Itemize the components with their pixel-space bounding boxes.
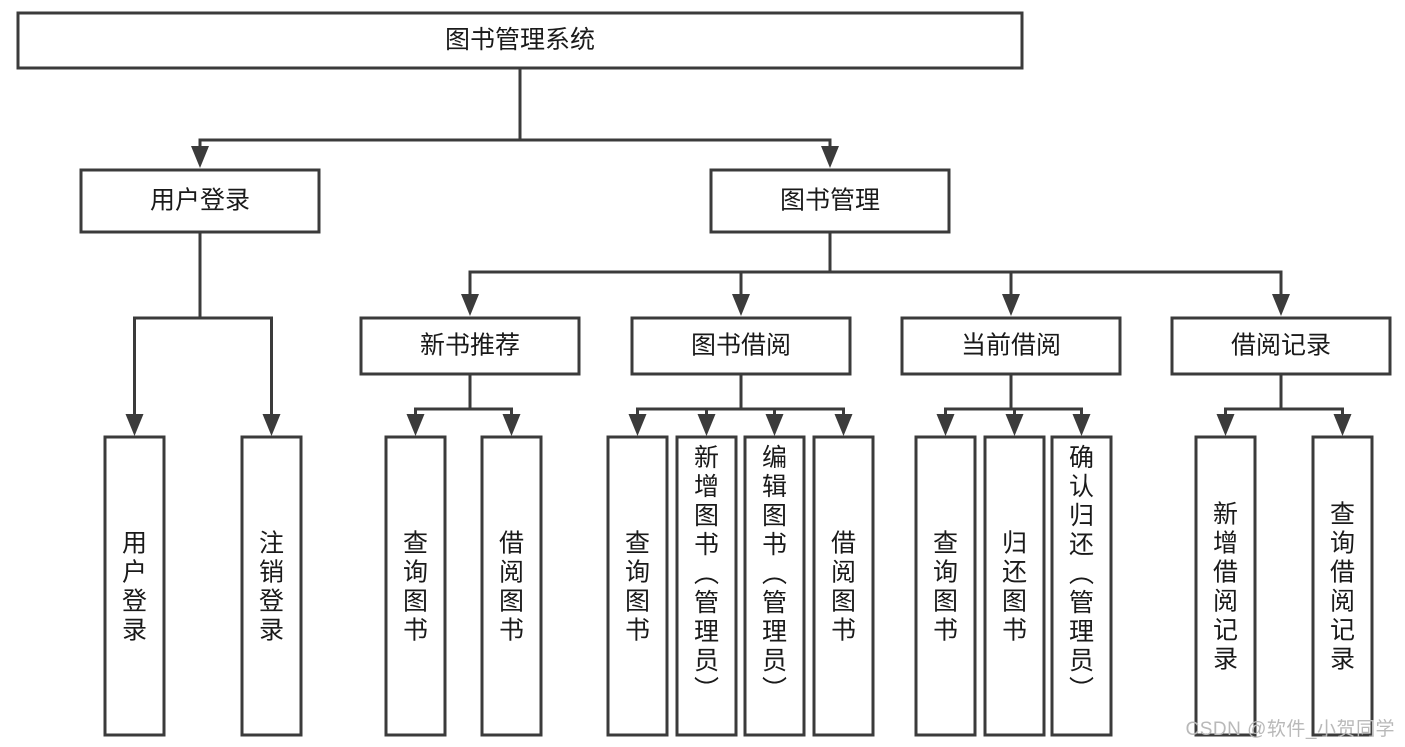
node-label-root: 图书管理系统 [445,26,595,54]
node-box-leaf-query-book-rec [384,435,447,737]
node-box-leaf-query-book-borrow [606,435,669,737]
node-box-borrow-records [1170,316,1392,376]
node-box-leaf-borrow-book [812,435,875,737]
node-leaf-query-book-borrow[interactable]: 查询图书 [606,435,669,737]
node-label-book-borrow: 图书借阅 [691,332,791,360]
arrow-head-icon-user-login [191,146,209,168]
arrow-head-icon-leaf-query-book-borrow [628,414,647,436]
node-label-user-login: 用户登录 [150,187,250,215]
node-label-leaf-add-book-admin: 新增图书︵管理员︶ [694,444,719,704]
node-box-book-management [709,168,951,234]
node-leaf-logout[interactable]: 注销登录 [240,435,303,737]
node-leaf-query-borrow-record[interactable]: 查询借阅记录 [1311,435,1374,737]
arrow-head-icon-leaf-edit-book-admin [765,414,784,436]
arrow-head-icon-leaf-confirm-return-admin [1072,414,1091,436]
node-leaf-edit-book-admin[interactable]: 编辑图书︵管理员︶ [743,435,806,737]
node-box-leaf-user-login [103,435,166,737]
node-leaf-confirm-return-admin[interactable]: 确认归还︵管理员︶ [1050,435,1113,737]
node-label-leaf-borrow-book-rec: 借阅图书 [499,529,524,644]
arrow-head-icon-book-borrow [732,294,750,316]
arrow-head-icon-current-borrow [1002,294,1020,316]
node-leaf-borrow-book-rec[interactable]: 借阅图书 [480,435,543,737]
node-label-leaf-logout: 注销登录 [259,529,284,644]
arrow-head-icon-new-book-recommend [461,294,479,316]
node-label-leaf-query-book-borrow: 查询图书 [625,529,650,644]
arrow-head-icon-leaf-add-borrow-record [1216,414,1235,436]
node-box-leaf-logout [240,435,303,737]
node-box-current-borrow [900,316,1122,376]
node-leaf-borrow-book[interactable]: 借阅图书 [812,435,875,737]
node-label-new-book-recommend: 新书推荐 [420,332,520,360]
node-box-leaf-borrow-book-rec [480,435,543,737]
connector-layer [125,66,1352,436]
node-label-leaf-query-book-current: 查询图书 [933,529,958,644]
node-label-leaf-query-book-rec: 查询图书 [403,529,428,644]
node-label-leaf-user-login: 用户登录 [122,529,147,644]
node-box-root [16,11,1024,70]
node-label-leaf-confirm-return-admin: 确认归还︵管理员︶ [1069,444,1094,704]
arrow-head-icon-leaf-borrow-book-rec [502,414,521,436]
node-leaf-query-book-rec[interactable]: 查询图书 [384,435,447,737]
node-new-book-recommend[interactable]: 新书推荐 [359,316,581,376]
node-label-leaf-add-borrow-record: 新增借阅记录 [1213,500,1238,673]
node-label-leaf-edit-book-admin: 编辑图书︵管理员︶ [762,444,787,704]
node-box-book-borrow [630,316,852,376]
node-box-leaf-return-book [983,435,1046,737]
node-label-leaf-return-book: 归还图书 [1002,529,1027,644]
arrow-head-icon-leaf-add-book-admin [697,414,716,436]
node-root[interactable]: 图书管理系统 [16,11,1024,70]
node-leaf-query-book-current[interactable]: 查询图书 [914,435,977,737]
node-book-management[interactable]: 图书管理 [709,168,951,234]
arrow-head-icon-book-management [821,146,839,168]
arrow-head-icon-leaf-logout [262,414,281,436]
node-label-leaf-borrow-book: 借阅图书 [831,529,856,644]
node-book-borrow[interactable]: 图书借阅 [630,316,852,376]
node-box-leaf-confirm-return-admin [1050,435,1113,737]
node-box-leaf-query-borrow-record [1311,435,1374,737]
arrow-head-icon-leaf-return-book [1005,414,1024,436]
node-label-book-management: 图书管理 [780,187,880,215]
node-leaf-return-book[interactable]: 归还图书 [983,435,1046,737]
arrow-head-icon-leaf-query-borrow-record [1333,414,1352,436]
node-box-user-login [79,168,321,234]
node-label-leaf-query-borrow-record: 查询借阅记录 [1330,500,1355,673]
node-box-leaf-edit-book-admin [743,435,806,737]
node-borrow-records[interactable]: 借阅记录 [1170,316,1392,376]
arrow-head-icon-leaf-user-login [125,414,144,436]
watermark-text: CSDN @软件_小贺同学 [1185,719,1395,740]
arrow-head-icon-borrow-records [1272,294,1290,316]
node-user-login[interactable]: 用户登录 [79,168,321,234]
node-label-borrow-records: 借阅记录 [1231,332,1331,360]
node-leaf-add-borrow-record[interactable]: 新增借阅记录 [1194,435,1257,737]
node-box-leaf-add-book-admin [675,435,738,737]
node-current-borrow[interactable]: 当前借阅 [900,316,1122,376]
node-box-new-book-recommend [359,316,581,376]
arrow-head-icon-leaf-query-book-current [936,414,955,436]
node-label-current-borrow: 当前借阅 [961,332,1061,360]
node-box-leaf-add-borrow-record [1194,435,1257,737]
arrow-head-icon-leaf-query-book-rec [406,414,425,436]
node-layer: 图书管理系统用户登录图书管理新书推荐图书借阅当前借阅借阅记录用户登录注销登录查询… [16,11,1392,737]
node-leaf-user-login[interactable]: 用户登录 [103,435,166,737]
node-leaf-add-book-admin[interactable]: 新增图书︵管理员︶ [675,435,738,737]
node-box-leaf-query-book-current [914,435,977,737]
arrow-head-icon-leaf-borrow-book [834,414,853,436]
